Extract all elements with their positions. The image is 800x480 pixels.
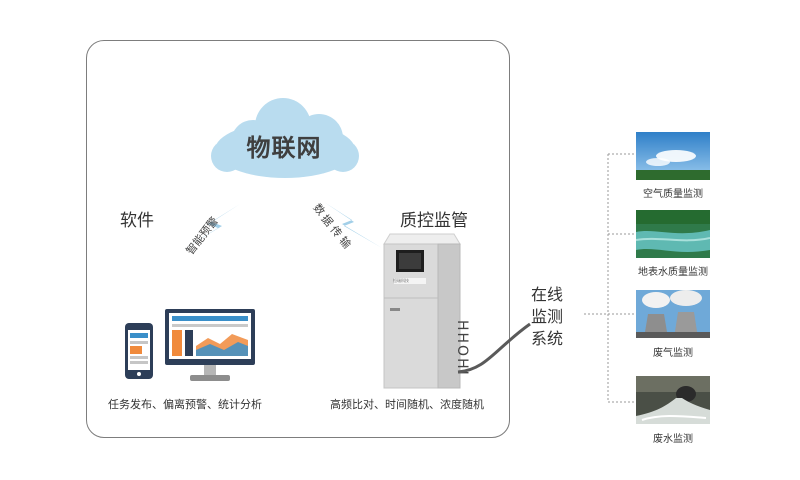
cloud-icon (211, 98, 359, 178)
link-right-label: 数 据 传 输 (311, 198, 380, 251)
monitor-icon (165, 309, 255, 381)
system-label-line: 系统 (531, 329, 564, 348)
qc-caption: 高频比对、时间随机、浓度随机 (330, 398, 484, 411)
monitoring-label: 废水监测 (653, 434, 693, 445)
cooling-tower-image (636, 290, 710, 338)
monitoring-label: 废气监测 (653, 348, 693, 359)
qc-title: 质控监管 (400, 211, 468, 231)
iot-cloud-label: 物联网 (246, 134, 322, 162)
system-label-line: 监测 (531, 307, 564, 326)
river-image (636, 210, 710, 258)
software-title: 软件 (120, 211, 154, 231)
system-label-line: 在线 (531, 285, 564, 304)
sky-image (636, 132, 710, 180)
connection-cable (457, 322, 531, 374)
online-monitoring-system-label: 在线 监测 系统 (531, 284, 563, 350)
cabinet-icon (383, 233, 461, 389)
cabinet-panel-text: 恒瑞科技 (393, 278, 409, 283)
system-panel (86, 40, 510, 438)
software-caption: 任务发布、偏离预警、统计分析 (108, 398, 262, 411)
dotted-connectors (584, 153, 636, 403)
monitoring-label: 空气质量监测 (643, 189, 703, 200)
phone-icon (125, 323, 153, 379)
wastewater-image (636, 376, 710, 424)
monitoring-label: 地表水质量监测 (638, 267, 708, 278)
